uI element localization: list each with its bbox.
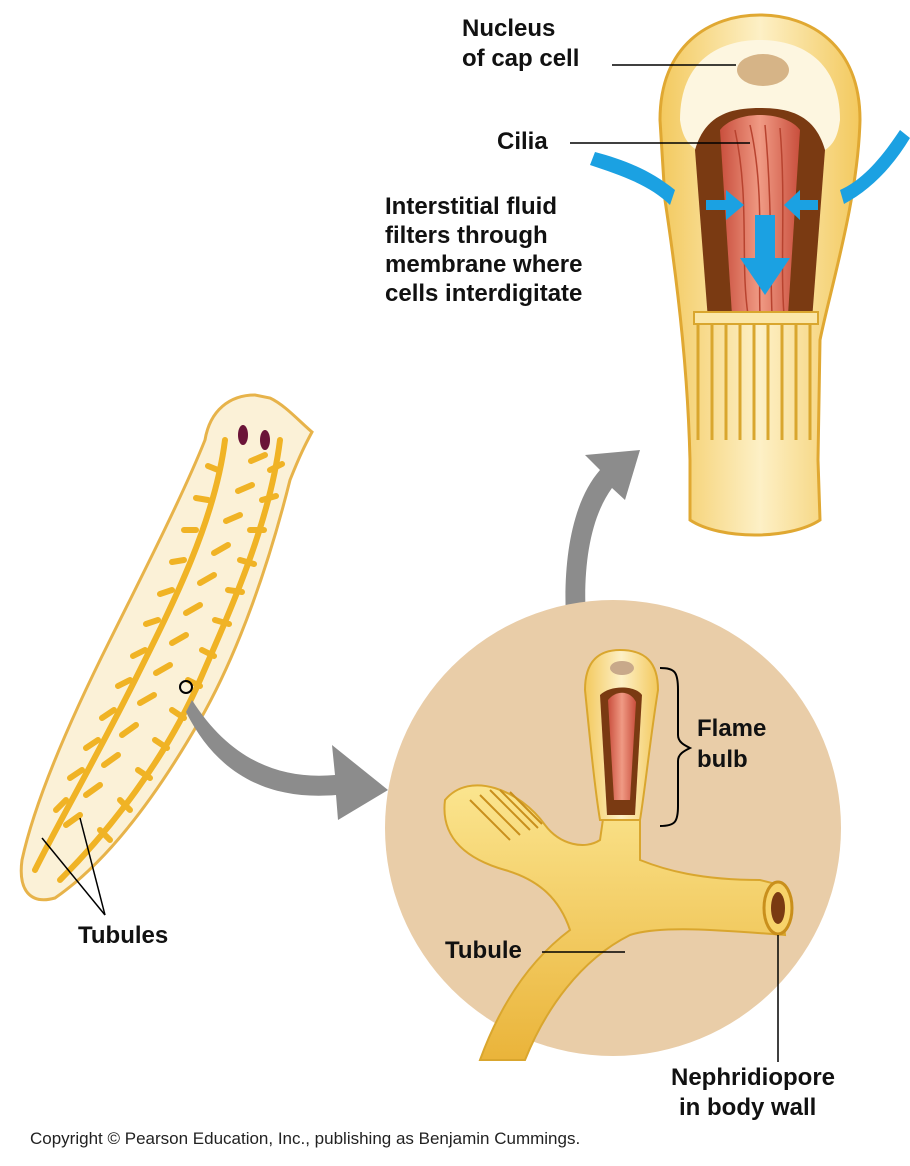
- fluid-arrow-left-in: [706, 190, 744, 220]
- tubules-leader-2: [79, 817, 106, 916]
- fluid-arrow-down: [740, 215, 790, 295]
- label-fluid-line4: cells interdigitate: [385, 280, 583, 307]
- cell-ring: [693, 311, 819, 325]
- fluid-arrows: [590, 130, 910, 295]
- label-tubule: Tubule: [445, 937, 522, 964]
- label-fluid-line2: filters through: [385, 222, 548, 249]
- small-cap-nucleus: [610, 661, 634, 675]
- tubule-network: [443, 784, 787, 1061]
- copyright-notice: Copyright © Pearson Education, Inc., pub…: [30, 1129, 581, 1148]
- fluid-arrow-left-curve: [590, 152, 675, 205]
- planarian-tubules: [32, 437, 285, 883]
- pointer-arrow-to-circle: [186, 700, 388, 820]
- planarian-body: [19, 393, 314, 902]
- label-fluid-line1: Interstitial fluid: [385, 193, 558, 220]
- small-bulb-cilia: [608, 692, 636, 800]
- magnified-view: [385, 600, 841, 1061]
- nephridiopore-lumen: [771, 892, 785, 924]
- label-fluid-line3: membrane where: [385, 251, 583, 278]
- planarian-bulb-marker: [179, 680, 193, 694]
- planarian-eyespot-right: [260, 430, 270, 450]
- flame-bulb-bracket: [659, 667, 693, 827]
- label-flame-line1: Flame: [697, 715, 767, 742]
- label-nucleus-line1: Nucleus: [462, 15, 556, 42]
- label-nephridiopore-line2: in body wall: [679, 1094, 817, 1121]
- leader-lines: [41, 64, 779, 1062]
- tubule-fan: [469, 789, 543, 841]
- label-tubules: Tubules: [78, 922, 169, 949]
- planarian: [19, 393, 314, 902]
- fluid-arrow-right-in: [784, 190, 818, 220]
- planarian-eyespot-left: [238, 425, 248, 445]
- label-nephridiopore-line1: Nephridiopore: [671, 1064, 836, 1091]
- cap-cell-nucleus: [737, 54, 789, 86]
- fluid-arrow-right-curve: [840, 130, 910, 204]
- label-flame-line2: bulb: [697, 746, 748, 773]
- label-nucleus-line2: of cap cell: [462, 45, 580, 72]
- interdigitating-cells: [696, 320, 812, 440]
- label-cilia: Cilia: [497, 128, 548, 155]
- tubules-leader-1: [41, 837, 106, 916]
